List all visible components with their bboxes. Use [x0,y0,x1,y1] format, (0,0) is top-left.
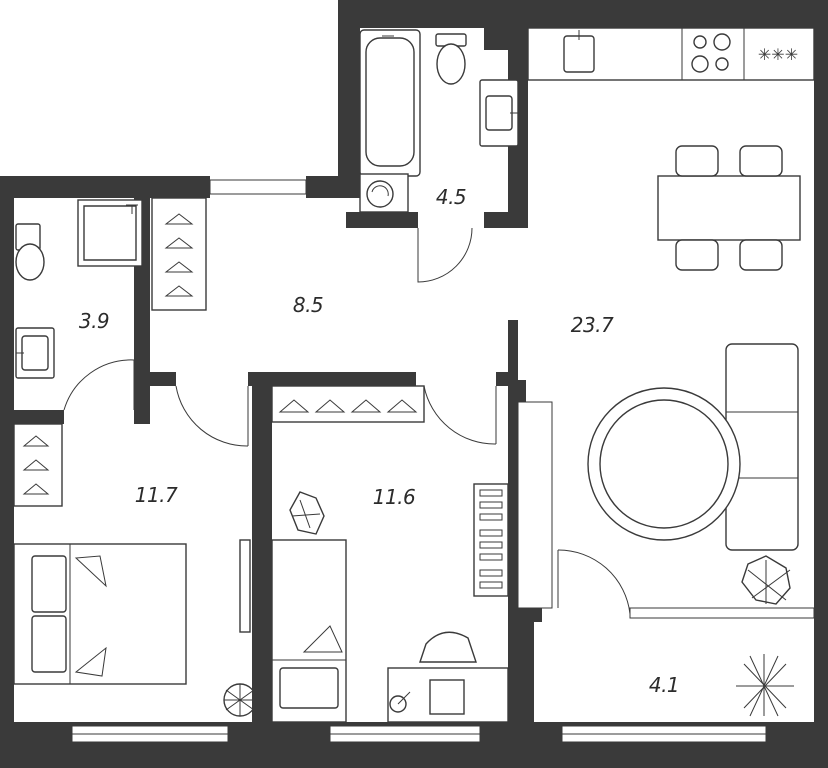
area-labels: 4.5 23.7 3.9 8.5 11.7 11.6 4.1 [79,185,680,697]
washing-machine-icon [359,173,409,213]
toilet-icon [435,33,467,85]
area-label-bedroom-2: 11.6 [373,485,416,509]
desk-icon [387,631,509,723]
double-bed-icon [13,543,187,685]
plant-icon [741,555,791,605]
single-bed-icon [271,539,347,723]
kitchen-counter-icon: ✳✳✳ [527,27,815,81]
bathtub-icon [359,29,421,177]
svg-text:✳✳✳: ✳✳✳ [758,45,798,64]
area-label-balcony: 4.1 [649,673,679,697]
plant-icon [736,654,794,717]
plant-icon [223,683,257,717]
plant-icon [289,491,325,535]
wardrobe-icon [151,197,207,311]
toilet-icon [15,223,45,281]
doors [63,227,631,615]
windows [71,179,815,743]
shower-icon [77,199,143,267]
shelf-icon [271,385,425,423]
tv-icon [239,539,251,633]
bookshelf-icon [473,483,509,597]
area-label-bathroom: 4.5 [436,185,466,209]
round-rug-icon [587,387,741,541]
wardrobe-icon [13,423,63,507]
area-label-hallway: 8.5 [293,293,323,317]
area-label-kitchen-living: 23.7 [571,313,614,337]
sink-icon [15,327,55,379]
area-label-toilet-bath: 3.9 [79,309,109,333]
sink-icon [479,79,519,147]
area-label-bedroom-1: 11.7 [135,483,178,507]
dining-table-icon [657,145,801,271]
